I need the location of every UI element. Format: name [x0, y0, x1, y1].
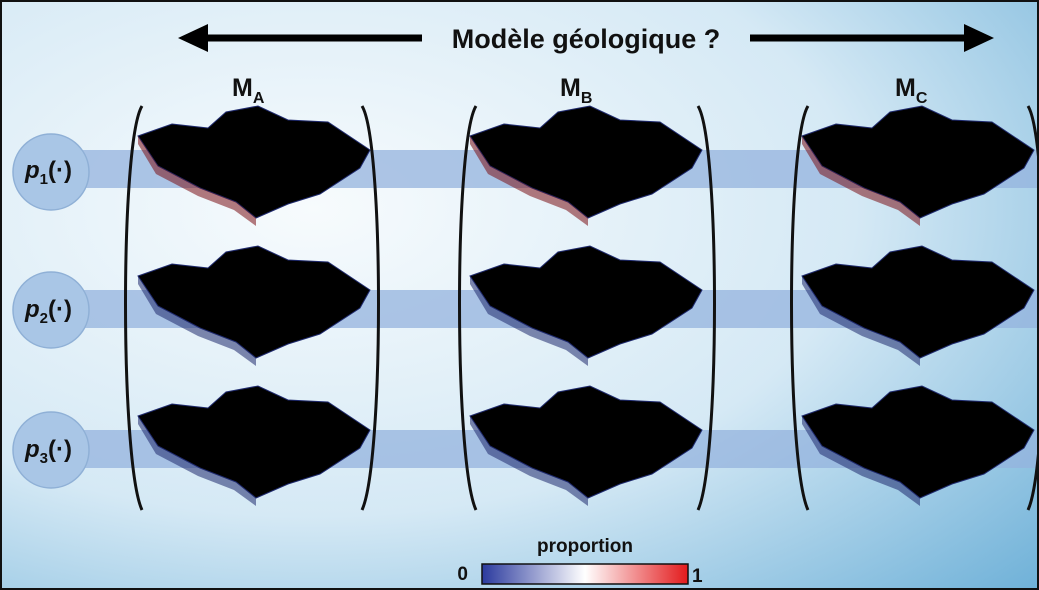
surface-c-1 [801, 105, 1035, 226]
surface-b-3 [469, 385, 703, 506]
colorbar-max-label: 1 [692, 566, 703, 587]
arrow-left-head [178, 24, 208, 52]
parameter-circles [12, 133, 90, 489]
bracket-c-left [790, 105, 810, 511]
bracket-c-right [1026, 105, 1037, 511]
model-label-c: MC [895, 74, 928, 107]
surface-c-2 [801, 245, 1035, 366]
model-label-b: MB [560, 74, 592, 107]
param-circle-1 [12, 133, 90, 211]
param-label-3: p3(·) [24, 436, 72, 467]
figure-title: Modèle géologique ? [452, 24, 721, 54]
surface-a-2 [137, 245, 371, 366]
surface-c-3 [801, 385, 1035, 506]
title-arrow [178, 24, 994, 52]
bracket-a-right [360, 105, 380, 511]
surface-b-1 [469, 105, 703, 226]
surfaces [137, 105, 1035, 506]
colorbar [481, 563, 689, 585]
model-label-a: MA [232, 74, 265, 107]
surface-b-2 [469, 245, 703, 366]
param-label-1: p1(·) [24, 157, 72, 188]
surface-a-3 [137, 385, 371, 506]
colorbar-min-label: 0 [457, 564, 468, 585]
param-circle-2 [12, 271, 90, 349]
bracket-a-left [124, 105, 144, 511]
surface-a-1 [137, 105, 371, 226]
brackets [124, 105, 1037, 511]
bracket-b-right [696, 105, 716, 511]
colorbar-title: proportion [537, 536, 633, 557]
bracket-b-left [458, 105, 478, 511]
arrow-right-head [964, 24, 994, 52]
param-circle-3 [12, 411, 90, 489]
param-label-2: p2(·) [24, 296, 72, 327]
